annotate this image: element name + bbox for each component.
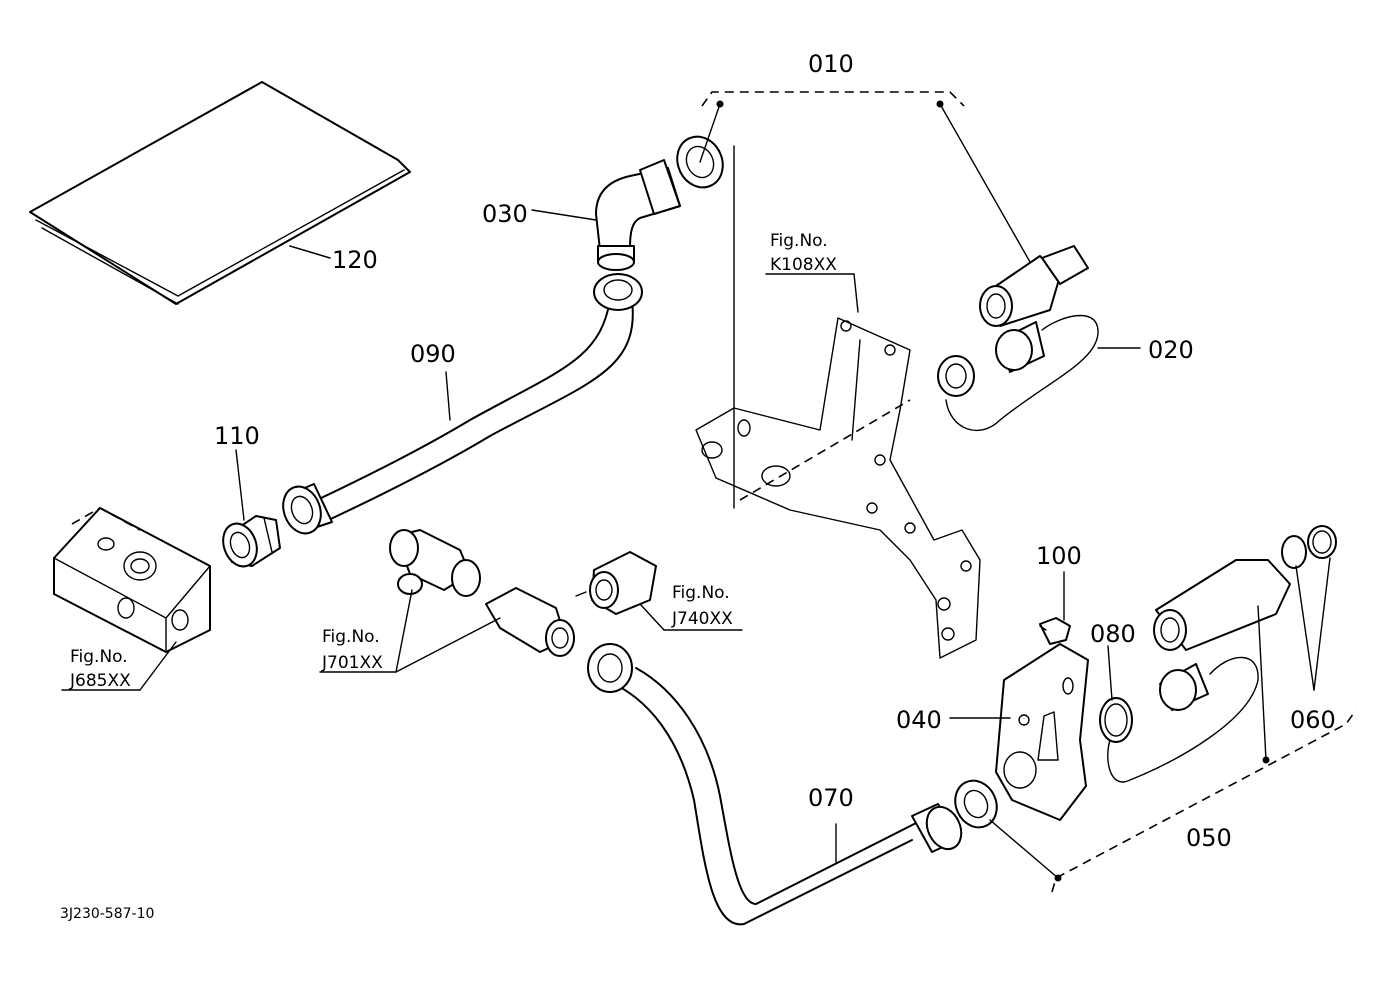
figref-j740-line1: Fig.No. bbox=[672, 583, 730, 603]
upper-hose-part-090 bbox=[282, 273, 643, 535]
coupler-part-050 bbox=[1107, 559, 1291, 783]
callout-080: 080 bbox=[1090, 620, 1136, 648]
callout-090: 090 bbox=[410, 340, 456, 368]
fitting-j740 bbox=[575, 551, 657, 615]
figref-j701-line1: Fig.No. bbox=[322, 627, 380, 647]
figref-j701-line2: J701XX bbox=[321, 653, 383, 673]
callout-120: 120 bbox=[332, 246, 378, 274]
bolt-part-100 bbox=[1039, 617, 1071, 645]
drawing-code: 3J230-587-10 bbox=[60, 906, 154, 922]
callout-050: 050 bbox=[1186, 824, 1232, 852]
callout-060: 060 bbox=[1290, 706, 1336, 734]
callout-020: 020 bbox=[1148, 336, 1194, 364]
o-ring-part-080 bbox=[1099, 697, 1133, 743]
callout-010: 010 bbox=[808, 50, 854, 78]
callout-040: 040 bbox=[896, 706, 942, 734]
adapter-part-110 bbox=[222, 515, 281, 568]
callout-070: 070 bbox=[808, 784, 854, 812]
frame-plate-k108 bbox=[695, 145, 981, 659]
figref-k108-line1: Fig.No. bbox=[770, 231, 828, 251]
figref-j685-line1: Fig.No. bbox=[70, 647, 128, 667]
leader-lines bbox=[61, 91, 1357, 893]
tee-fitting-j701 bbox=[389, 529, 575, 657]
o-rings-part-060 bbox=[1281, 525, 1337, 569]
figref-k108-line2: K108XX bbox=[770, 255, 837, 275]
callout-100: 100 bbox=[1036, 542, 1082, 570]
figref-j740-line2: J740XX bbox=[671, 609, 733, 629]
callout-030: 030 bbox=[482, 200, 528, 228]
valve-block-j685 bbox=[53, 507, 211, 653]
lower-hose-part-070 bbox=[587, 643, 963, 926]
nut-near-bracket bbox=[954, 779, 998, 829]
bracket-part-040 bbox=[995, 643, 1089, 821]
figref-j685-line2: J685XX bbox=[69, 671, 131, 691]
callout-110: 110 bbox=[214, 422, 260, 450]
elbow-fitting-part-030 bbox=[595, 159, 681, 271]
coupler-part-020 bbox=[937, 245, 1099, 431]
